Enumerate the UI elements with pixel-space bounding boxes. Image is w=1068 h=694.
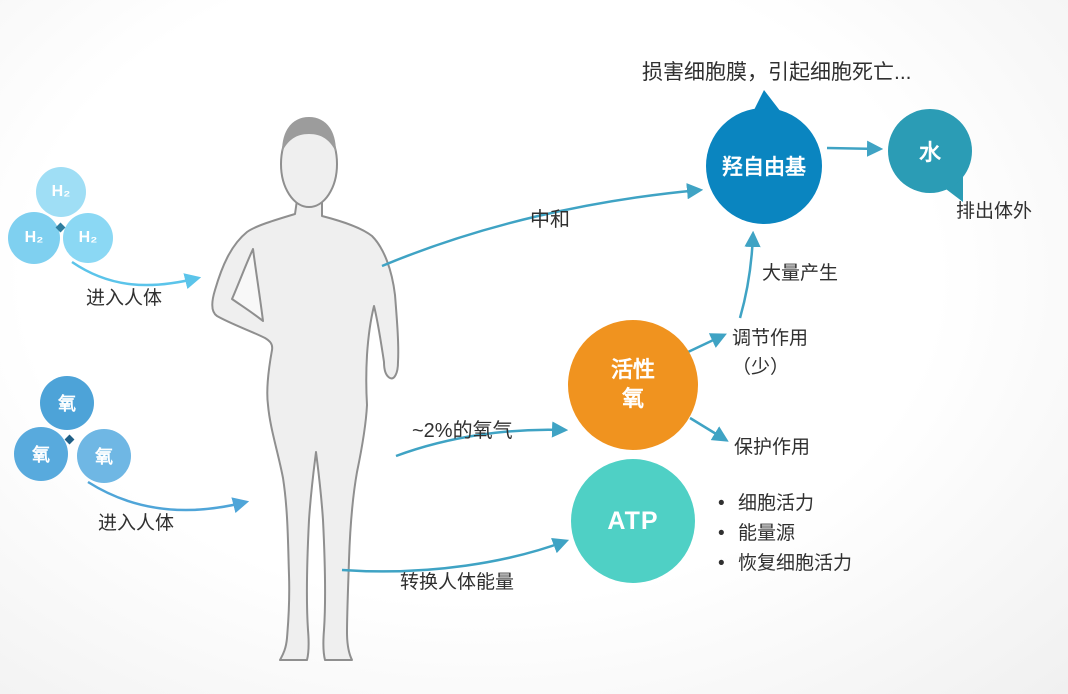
regulate-arrow (687, 333, 727, 354)
active-oxygen-label-line1: 活性 (610, 357, 655, 383)
hydroxyl-to-water-arrow (826, 140, 884, 157)
cell-damage-label: 损害细胞膜，引起细胞死亡... (642, 61, 912, 84)
atp-effect-list: 细胞活力 能量源 恢复细胞活力 (716, 489, 852, 579)
atp-effect-item: 细胞活力 (716, 489, 852, 519)
atp-effect-item: 恢复细胞活力 (716, 549, 852, 579)
neutralize-label: 中和 (530, 209, 570, 231)
body-arm-gap (231, 248, 264, 322)
atp-node: ATP (571, 459, 695, 583)
oxygen-percent-label: ~2%的氧气 (412, 420, 513, 442)
regulate-label-line2: （少） (732, 357, 790, 379)
protect-label: 保护作用 (734, 437, 811, 458)
h2-enter-body-label: 进入人体 (86, 288, 163, 309)
o2-enter-body-label: 进入人体 (98, 513, 175, 534)
h2-molecule: H₂ (36, 167, 86, 217)
mass-produce-label: 大量产生 (762, 263, 839, 284)
body-hair (282, 117, 336, 152)
active-oxygen-label-line2: 氧 (621, 386, 644, 411)
human-body-figure (211, 117, 400, 661)
h2-to-body-arrow (71, 260, 202, 290)
body-to-hydroxyl-arrow (381, 183, 704, 268)
h2-molecule: H₂ (8, 212, 60, 264)
o2-molecule: 氧 (14, 427, 68, 481)
o2-to-body-arrow (87, 480, 250, 514)
hydroxyl-radical-node: 羟自由基 (706, 108, 822, 224)
h2-molecule: H₂ (63, 213, 113, 263)
protect-arrow (689, 416, 729, 442)
body-outline (211, 199, 400, 661)
active-oxygen-to-hydroxyl-arrow (738, 230, 761, 319)
body-to-active-oxygen-arrow (395, 421, 569, 458)
o2-molecule: 氧 (40, 376, 94, 430)
regulate-label-line1: 调节作用 (732, 328, 809, 349)
atp-effect-item: 能量源 (716, 519, 852, 549)
body-to-atp-arrow (341, 537, 570, 573)
o2-molecule: 氧 (77, 429, 131, 483)
convert-energy-label: 转换人体能量 (400, 572, 515, 593)
regulate-label: 调节作用 （少） (732, 324, 882, 383)
active-oxygen-node: 活性 氧 (568, 320, 698, 450)
excrete-body-label: 排出体外 (956, 201, 1033, 222)
water-node: 水 (888, 109, 972, 193)
